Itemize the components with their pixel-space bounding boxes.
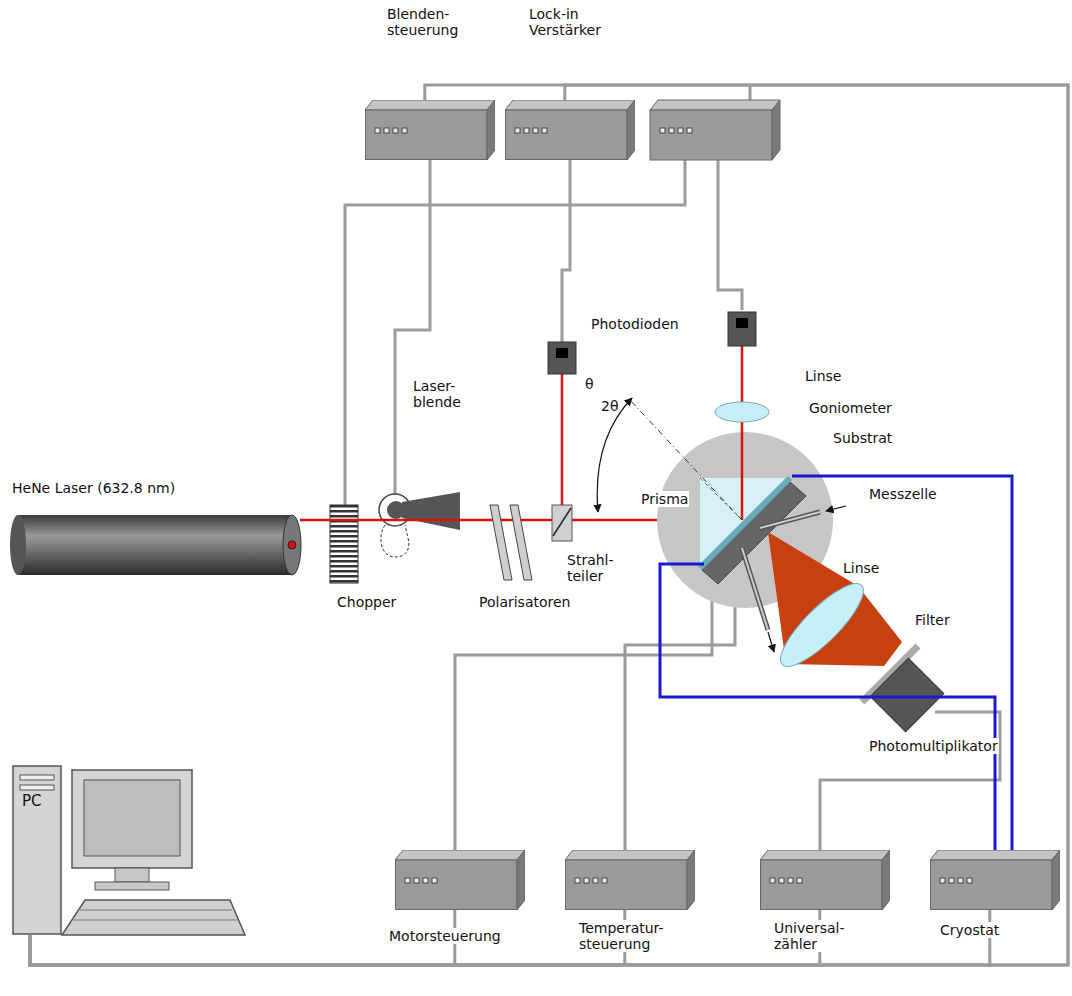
part-label: Linse: [804, 368, 842, 384]
device-label: Cryostat: [940, 922, 1030, 938]
instrument-box: [505, 100, 635, 160]
bus-wire: [30, 910, 990, 965]
part-label: Messzelle: [868, 486, 938, 502]
instrument-node: Blenden- steuerung: [365, 100, 495, 160]
instrument-node: Motorsteuerung: [395, 850, 525, 910]
instrument-box: [395, 850, 525, 910]
device-label: Universal- zähler: [774, 920, 859, 952]
device-label: PC: [22, 793, 56, 810]
instrument-node: Lock-in Verstärker: [505, 100, 635, 160]
part-label: Chopper: [336, 594, 397, 610]
laser-shutter: [379, 492, 460, 557]
lens: [715, 402, 769, 422]
device-label: Temperatur- steuerung: [579, 920, 674, 952]
cryostat-lines: [660, 476, 1012, 850]
part-label: 2θ: [600, 398, 619, 414]
part-label: Polarisatoren: [478, 594, 572, 610]
part-label: Filter: [914, 612, 951, 628]
part-label: Goniometer: [808, 400, 893, 416]
bus-wire: [30, 910, 820, 965]
computer-node: PC: [12, 765, 62, 935]
pc-tower: [12, 765, 62, 935]
device-label: Motorsteuerung: [389, 928, 539, 944]
part-label: Photodioden: [590, 316, 680, 332]
beam-splitter: [552, 505, 572, 541]
part-label: Prisma: [640, 491, 689, 507]
photodiode: [548, 312, 756, 374]
device-label: HeNe Laser (632.8 nm): [12, 480, 252, 496]
instrument-box: [930, 850, 1060, 910]
part-label: θ: [584, 376, 595, 392]
instrument-box: [565, 850, 695, 910]
laser-node: HeNe Laser (632.8 nm): [10, 514, 302, 576]
part-label: Laser- blende: [412, 378, 470, 410]
instrument-box: [760, 850, 890, 910]
part-label: Linse: [842, 560, 880, 576]
chopper-wheel: [330, 505, 358, 583]
polarizer: [490, 505, 532, 580]
normal-line: [630, 400, 742, 520]
instrument-node: Universal- zähler: [760, 850, 890, 910]
bus-wire: [30, 910, 625, 965]
part-label: Photomultiplikator: [868, 738, 999, 754]
instrument-node: Temperatur- steuerung: [565, 850, 695, 910]
prism-edge: [700, 478, 742, 520]
device-label: Lock-in Verstärker: [529, 6, 621, 38]
instrument-box: [650, 100, 780, 160]
reflected-beam: [741, 346, 744, 520]
pc-monitor: [62, 770, 245, 935]
collection-lens: [770, 573, 873, 676]
laser-tube: [10, 514, 302, 576]
angle-arrow: [597, 398, 632, 512]
instrument-box: [365, 100, 495, 160]
signal-wires: [345, 85, 1000, 850]
laser-beam: [300, 374, 742, 520]
part-label: Strahl- teiler: [566, 552, 620, 584]
instrument-node: Cryostat: [930, 850, 1060, 910]
photomultiplier: [870, 658, 944, 732]
part-label: Substrat: [832, 430, 893, 446]
device-label: Blenden- steuerung: [387, 6, 469, 38]
